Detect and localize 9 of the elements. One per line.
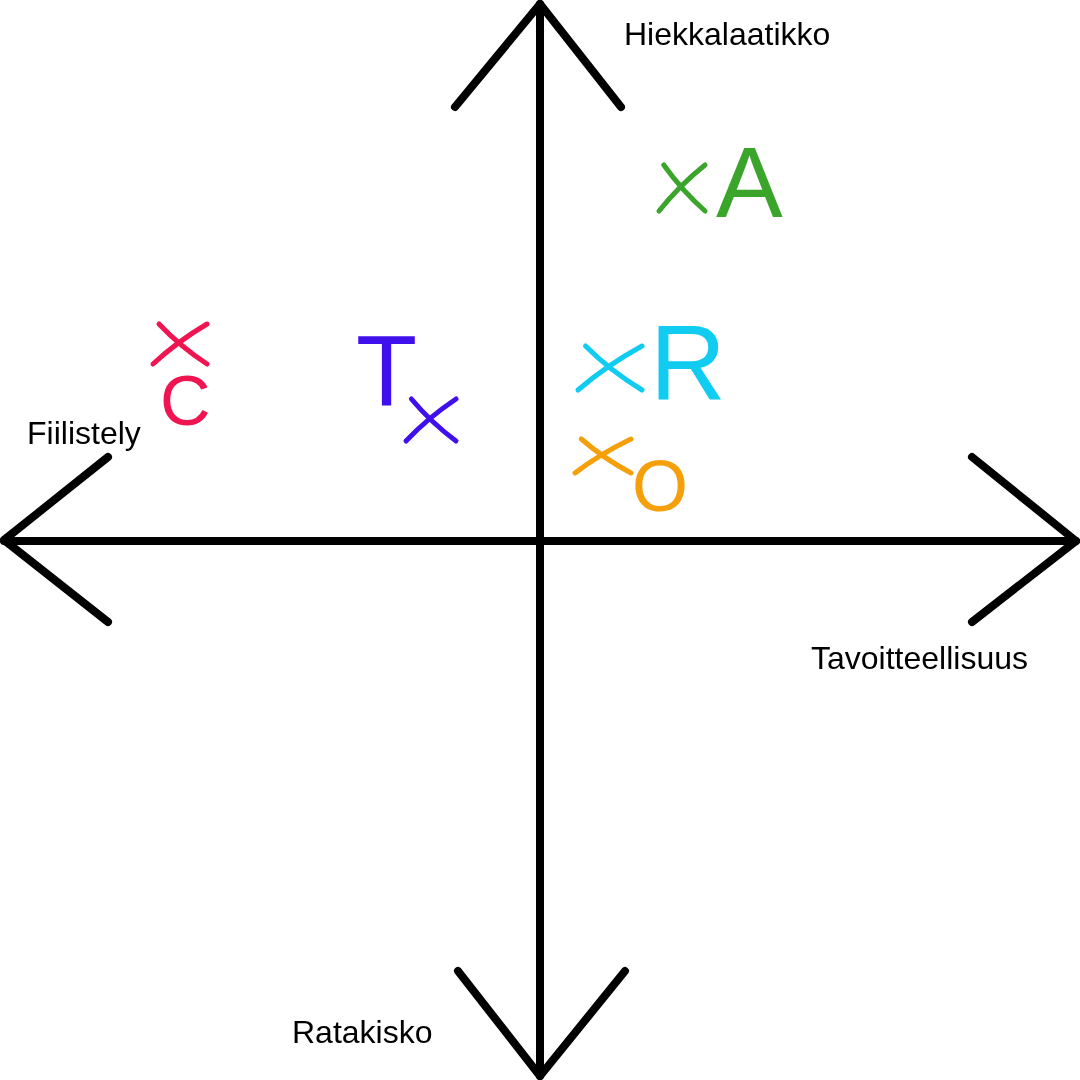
- point-label: R: [650, 310, 726, 415]
- point-label: O: [632, 450, 688, 522]
- axis-label: Fiilistely: [27, 417, 141, 449]
- point-label: T: [356, 320, 418, 420]
- point-label: C: [160, 366, 211, 436]
- point-label: A: [716, 132, 783, 232]
- axis-label: Ratakisko: [292, 1016, 433, 1048]
- axis-label: Hiekkalaatikko: [624, 18, 831, 50]
- axis-label: Tavoitteellisuus: [811, 642, 1028, 674]
